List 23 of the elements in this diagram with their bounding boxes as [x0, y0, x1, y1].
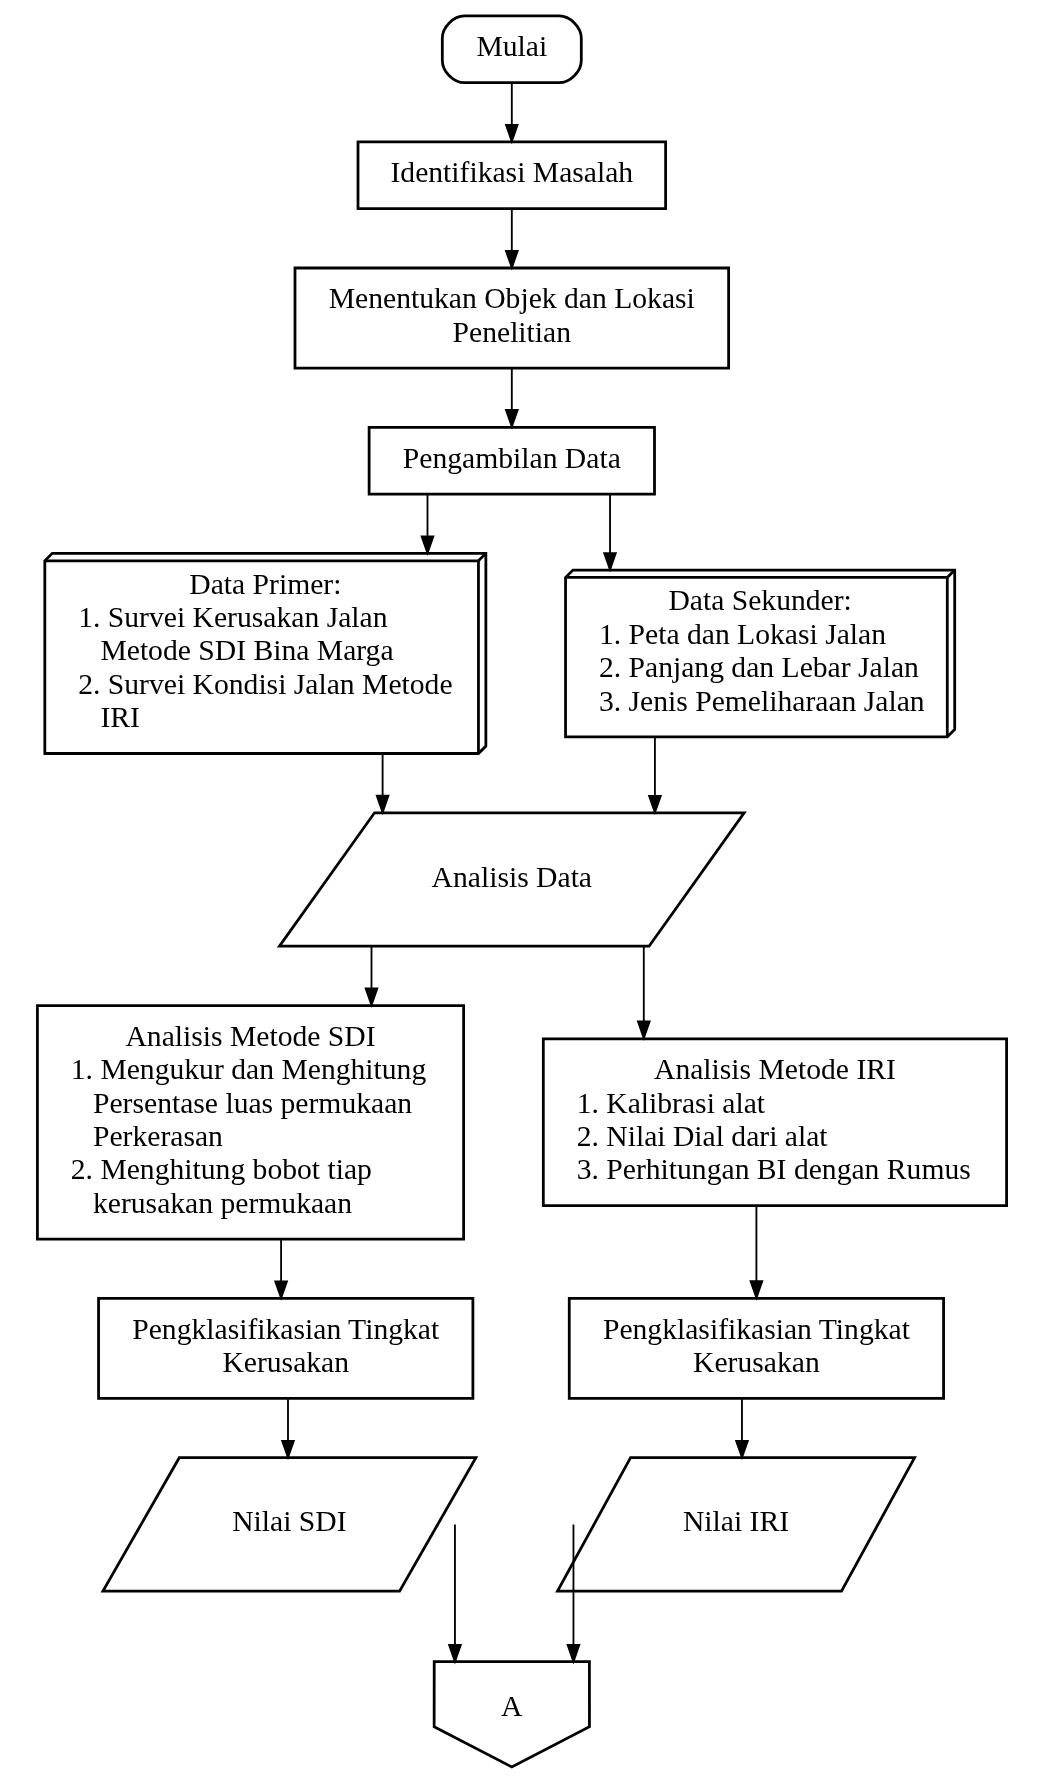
arrow: [420, 493, 435, 556]
node-box: Pengambilan Data: [367, 425, 656, 496]
arrow: [566, 1523, 581, 1665]
node-box: Identifikasi Masalah: [356, 140, 667, 211]
arrow: [504, 208, 519, 271]
arrow: [504, 367, 519, 430]
node-box: Pengklasifikasian Tingkat Kerusakan: [97, 1296, 475, 1400]
arrow: [447, 1523, 463, 1665]
node-box: Analisis Metode IRI 1. Kalibrasi alat 2. Nilai Dial dari alat 3. Perhitungan BI dengan Rumus: [541, 1037, 1008, 1208]
arrow: [602, 493, 618, 573]
node-box: Pengklasifikasian Tingkat Kerusakan: [567, 1296, 945, 1400]
node-box: Mulai: [440, 14, 583, 85]
arrow: [504, 82, 519, 145]
arrow: [749, 1204, 764, 1301]
arrow: [636, 945, 651, 1041]
arrow: [734, 1397, 750, 1461]
node-box: Menentukan Objek dan Lokasi Penelitian: [293, 266, 730, 370]
arrow: [647, 736, 663, 816]
node-box: Analisis Metode SDI 1. Mengukur dan Menghitung Persentase luas permukaan Perkerasan 2. Menghitung bobot tiap kerusakan permukaan: [36, 1004, 465, 1241]
arrow: [280, 1397, 296, 1461]
arrow: [364, 945, 379, 1008]
arrow: [273, 1238, 289, 1301]
arrow: [375, 753, 390, 816]
